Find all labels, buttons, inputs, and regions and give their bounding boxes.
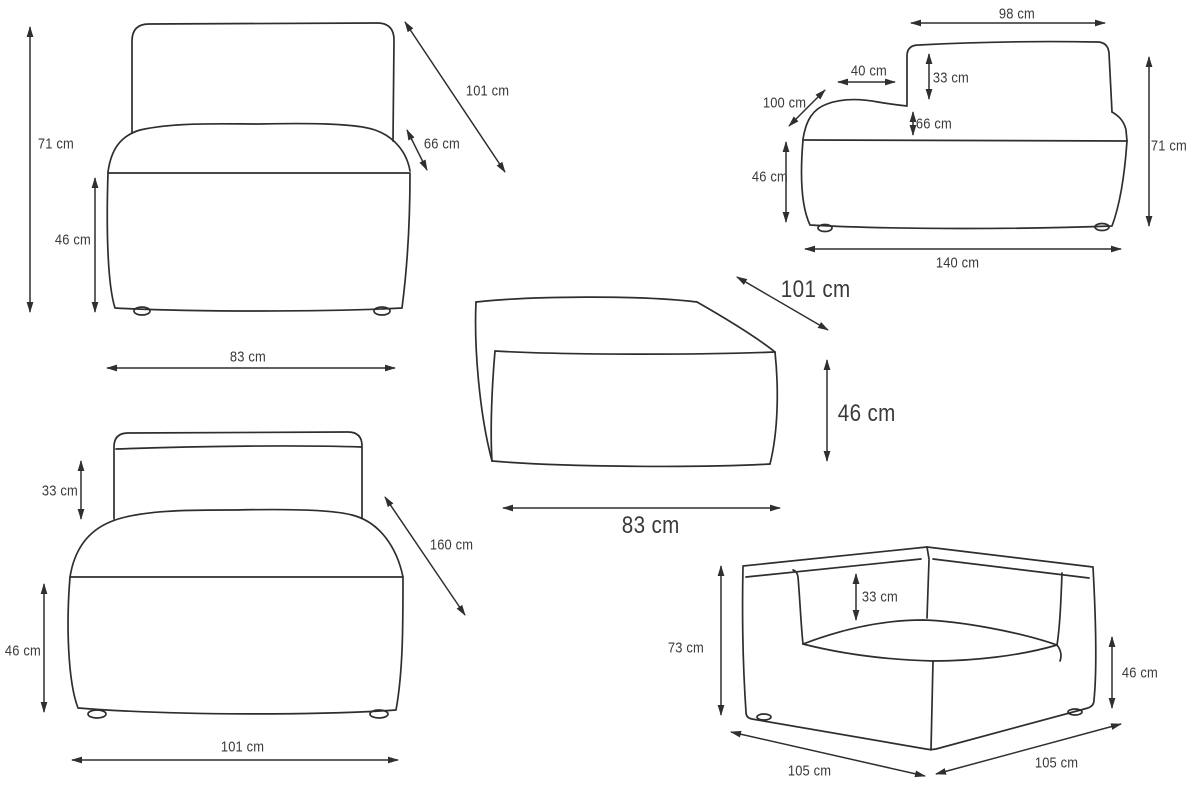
dim-arrow-ottoman-depth — [736, 276, 829, 331]
open-end-module-right-end — [1111, 111, 1128, 142]
armless-module-backrest — [131, 22, 395, 142]
dim-arrow-module1-depth — [404, 21, 506, 173]
dim-label-ottoman-height: 46 cm — [837, 400, 896, 427]
corner-module-seat-front-left — [802, 643, 934, 662]
dim-label-module2-depth: 100 cm — [762, 94, 807, 112]
dim-label-module2-backrest-width: 98 cm — [998, 5, 1035, 23]
open-end-module-base — [800, 139, 1128, 230]
ottoman-bottom-edge — [491, 460, 771, 468]
dim-arrow-module2-depth — [788, 89, 826, 127]
corner-module-inner-corner-seam — [926, 559, 930, 619]
armless-module-base — [106, 172, 411, 312]
dim-label-module2-seat-back-height: 66 cm — [915, 115, 952, 133]
wide-module-backrest-top-seam — [115, 445, 362, 450]
dim-label-module3-seat-height: 46 cm — [4, 642, 41, 660]
corner-module-foot-right — [1067, 708, 1083, 716]
dim-label-module2-seat-height: 46 cm — [751, 168, 788, 186]
dim-label-module1-seat-height: 46 cm — [54, 231, 91, 249]
dim-label-module2-backrest-height: 33 cm — [932, 69, 969, 87]
dim-label-corner-seat-height: 46 cm — [1121, 664, 1158, 682]
dim-arrow-corner-width-left — [730, 730, 926, 778]
corner-module-back-top-inner-left — [745, 558, 922, 578]
dim-label-corner-width-left: 105 cm — [787, 762, 832, 780]
armless-module-foot-right — [373, 306, 391, 316]
wide-module-drawing — [40, 431, 466, 764]
ottoman-front-right-edge — [769, 351, 779, 465]
wide-module-foot-left — [87, 709, 107, 719]
dim-arrow-corner-width-right — [935, 723, 1122, 775]
corner-module-corner-seam — [926, 546, 930, 560]
open-end-module-seat-seam — [802, 139, 1128, 142]
open-end-module-foot-left — [817, 223, 833, 233]
dim-label-ottoman-depth: 101 cm — [780, 276, 851, 303]
dim-label-module3-backrest-height: 33 cm — [41, 482, 78, 500]
open-end-module-backrest — [906, 40, 1113, 113]
dim-arrow-module3-depth — [384, 496, 466, 616]
ottoman-top-back-edge — [475, 296, 698, 303]
corner-module-seat-front-right — [932, 644, 1058, 662]
corner-module-drawing — [717, 546, 1122, 778]
ottoman-drawing — [474, 276, 831, 512]
armless-module-foot-left — [133, 306, 151, 316]
open-end-module-foot-right — [1094, 222, 1110, 232]
dim-label-module1-seat-depth: 66 cm — [423, 135, 460, 153]
dim-label-module1-height: 71 cm — [37, 135, 74, 153]
ottoman-top-right-edge — [696, 301, 776, 353]
armless-module-seat-cushion — [107, 122, 411, 173]
dim-arrow-module1-seat-depth — [406, 129, 428, 171]
armless-module-drawing — [26, 21, 506, 372]
dim-label-module2-open-seat: 40 cm — [850, 62, 887, 80]
corner-module-inner-right-edge — [1056, 572, 1063, 646]
ottoman-left-back-edge — [474, 301, 493, 462]
dim-label-corner-backrest-height: 33 cm — [861, 588, 898, 606]
corner-module-right-seam-tail — [1056, 644, 1062, 662]
dim-label-module2-height: 71 cm — [1150, 137, 1187, 155]
dim-label-module2-length: 140 cm — [935, 254, 980, 272]
wide-module-seat-cushion — [69, 508, 404, 578]
dim-label-module1-depth: 101 cm — [465, 82, 510, 100]
corner-module-front-seam — [930, 660, 934, 751]
wide-module-backrest — [113, 431, 363, 520]
wide-module-foot-right — [369, 709, 389, 719]
dim-label-module1-width: 83 cm — [229, 348, 266, 366]
corner-module-inner-left-edge — [792, 569, 804, 645]
dim-label-module3-width: 101 cm — [220, 738, 265, 756]
open-end-module-drawing — [782, 19, 1153, 253]
corner-module-foot-left — [756, 713, 772, 721]
corner-module-seat-back-curve — [802, 619, 1058, 646]
wide-module-base — [67, 576, 404, 715]
ottoman-front-seam — [494, 350, 776, 355]
dim-label-ottoman-width: 83 cm — [621, 512, 680, 539]
dim-label-corner-height: 73 cm — [667, 639, 704, 657]
open-end-module-seat-profile — [802, 98, 908, 140]
dim-label-module3-depth: 160 cm — [429, 536, 474, 554]
dim-label-corner-width-right: 105 cm — [1034, 754, 1079, 772]
corner-module-back-top-inner-right — [932, 558, 1090, 579]
ottoman-front-left-edge — [490, 350, 496, 462]
